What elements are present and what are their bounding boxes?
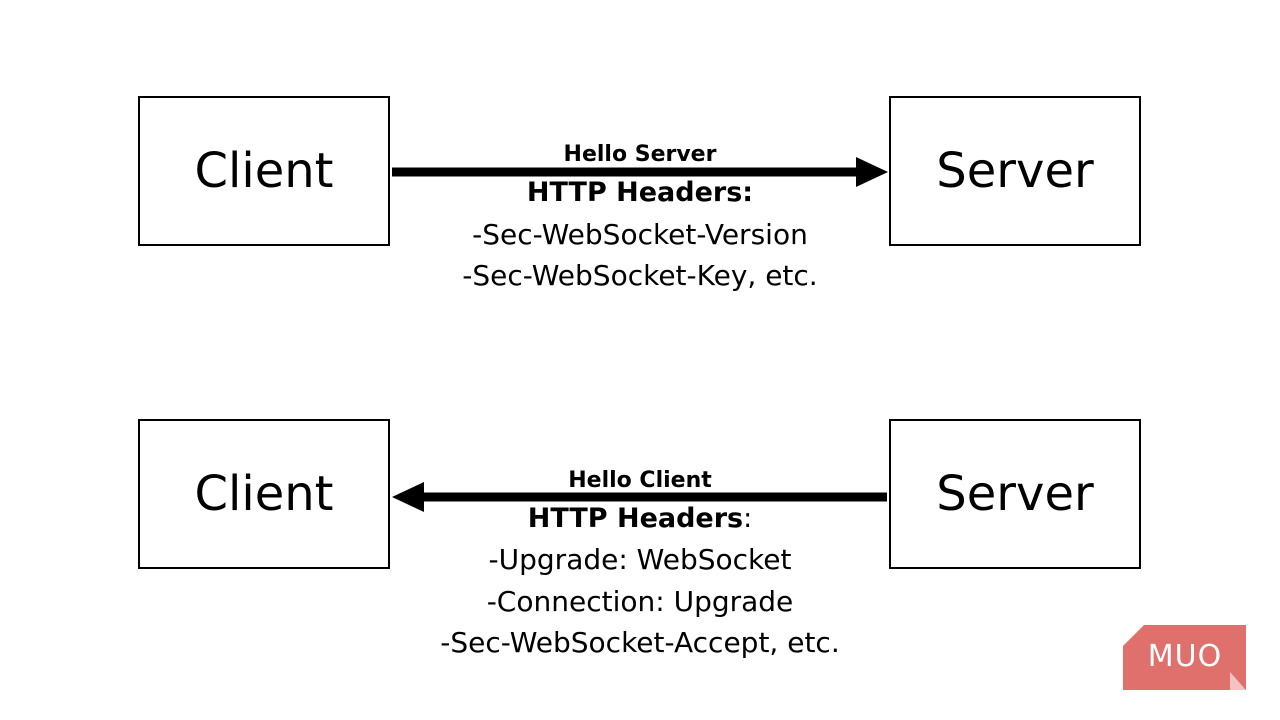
request-headers-title-text: HTTP Headers: <box>526 177 754 208</box>
response-header-item: -Sec-WebSocket-Accept, etc. <box>440 626 840 659</box>
request-caption: Hello Server <box>563 142 717 167</box>
response-header-item: -Connection: Upgrade <box>486 585 794 618</box>
logo-shape <box>1123 625 1246 690</box>
server-label: Server <box>936 466 1094 522</box>
client-label: Client <box>194 143 334 199</box>
request-headers-title: HTTP Headers: <box>390 177 890 208</box>
server-box-bottom: Server <box>889 419 1141 569</box>
client-box-bottom: Client <box>138 419 390 569</box>
client-label: Client <box>194 466 334 522</box>
muo-logo: MUO <box>1123 625 1246 690</box>
request-header-item: -Sec-WebSocket-Key, etc. <box>462 259 818 292</box>
request-header-item: -Sec-WebSocket-Version <box>472 218 808 251</box>
response-header-item: -Upgrade: WebSocket <box>488 543 792 576</box>
client-box-top: Client <box>138 96 390 246</box>
server-box-top: Server <box>889 96 1141 246</box>
server-label: Server <box>936 143 1094 199</box>
response-arrow <box>392 482 887 512</box>
response-caption: Hello Client <box>568 468 712 493</box>
response-headers-title-text: HTTP Headers <box>527 503 744 534</box>
request-arrow <box>392 157 888 187</box>
logo-text: MUO <box>1148 639 1222 674</box>
response-headers-colon: : <box>743 503 753 534</box>
response-headers-title: HTTP Headers: <box>390 503 890 534</box>
